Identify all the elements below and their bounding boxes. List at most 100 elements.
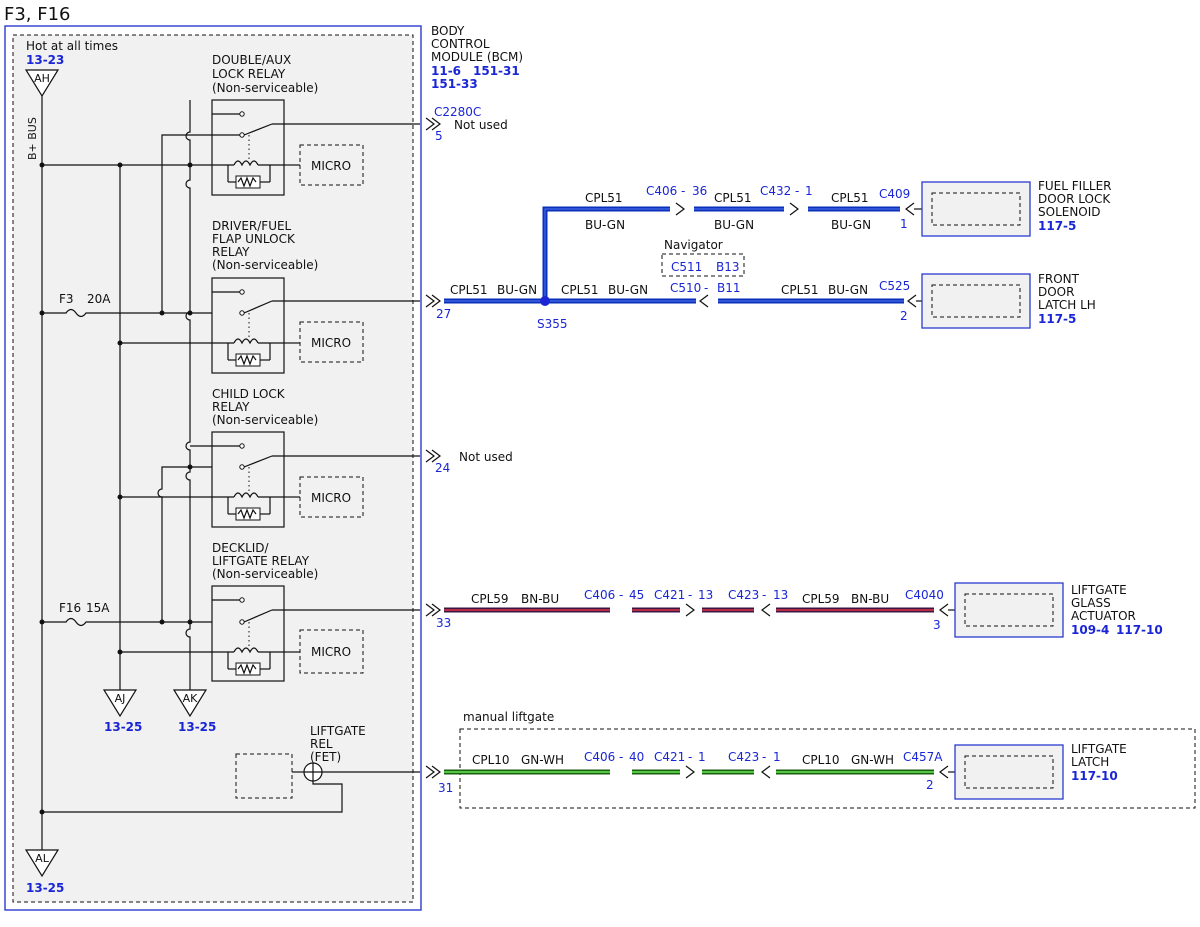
liftgate-glass-name-1: LIFTGATE — [1071, 583, 1127, 597]
front-door-end-pin: 2 — [900, 309, 908, 323]
front-door-seg3-circuit: CPL51 — [781, 283, 819, 297]
b-plus-bus-label: B+ BUS — [26, 117, 39, 160]
fuel-filler-ref: 117-5 — [1038, 219, 1076, 233]
fuse-f3-id: F3 — [59, 292, 74, 306]
liftgate-glass-inline-2-pin: 13 — [698, 588, 713, 602]
liftgate-latch-name-1: LIFTGATE — [1071, 742, 1127, 756]
liftgate-latch-end-pin: 2 — [926, 778, 934, 792]
front-door-seg3-color: BU-GN — [828, 283, 868, 297]
liftgate-fet: LIFTGATE REL (FET) — [42, 724, 420, 813]
relay-3-line-3: (Non-serviceable) — [212, 413, 318, 427]
circuit-liftgate-latch: manual liftgate 31 CPL10 GN-WH C406 - 40… — [425, 710, 1196, 809]
relay-4-line-2: LIFTGATE RELAY — [212, 554, 310, 568]
liftgate-latch-inline-1-connector: C406 — [584, 750, 615, 764]
off-page-ah: AH — [34, 72, 50, 85]
front-door-seg2-circuit: CPL51 — [561, 283, 599, 297]
liftgate-latch-ref: 117-10 — [1071, 769, 1118, 783]
liftgate-glass-inline-3-dash: - — [762, 588, 766, 602]
bcm-name-line-3: MODULE (BCM) — [431, 50, 523, 64]
circuit-liftgate-glass: 33 CPL59 BN-BU C406 - 45 C421 - 13 C423 … — [425, 588, 962, 632]
pin-5-number: 5 — [435, 129, 443, 143]
relay-3-line-2: RELAY — [212, 400, 250, 414]
component-liftgate-latch: LIFTGATE LATCH 117-10 — [954, 742, 1127, 800]
fuel-filler-name-2: DOOR LOCK — [1038, 192, 1111, 206]
relay-2-line-4: (Non-serviceable) — [212, 258, 318, 272]
liftgate-latch-inline-1-dash: - — [619, 750, 623, 764]
off-page-connector-ak: AK 13-25 — [172, 689, 216, 734]
front-door-ref: 117-5 — [1038, 312, 1076, 326]
liftgate-glass-end-pin: 3 — [933, 618, 941, 632]
fuel-filler-name-1: FUEL FILLER — [1038, 179, 1112, 193]
hot-ref: 13-23 — [26, 53, 64, 67]
front-door-inline-connector: C510 — [670, 281, 701, 295]
off-page-connector-al: AL 13-25 — [24, 849, 64, 895]
fuel-filler-inline-1-dash: - — [681, 184, 685, 198]
relay-4-line-1: DECKLID/ — [212, 541, 270, 555]
pin-5: 5 Not used — [425, 117, 508, 143]
splice-label: S355 — [537, 317, 568, 331]
relay-4-micro: MICRO — [311, 645, 351, 659]
liftgate-latch-inline-2-dash: - — [688, 750, 692, 764]
fuel-filler-seg1-circuit: CPL51 — [585, 191, 623, 205]
liftgate-latch-inline-2-pin: 1 — [698, 750, 706, 764]
relay-1-line-2: LOCK RELAY — [212, 67, 286, 81]
fet-line-1: LIFTGATE — [310, 724, 366, 738]
front-door-name-1: FRONT — [1038, 272, 1080, 286]
fuel-filler-name-3: SOLENOID — [1038, 205, 1101, 219]
fuel-filler-inline-1-pin: 36 — [692, 184, 707, 198]
relay-4-line-3: (Non-serviceable) — [212, 567, 318, 581]
liftgate-latch-seg2-color: GN-WH — [851, 753, 894, 767]
bcm-ref-3: 151-33 — [431, 77, 478, 91]
manual-liftgate-label: manual liftgate — [463, 710, 554, 724]
front-door-inline-pin: B11 — [717, 281, 741, 295]
fuel-filler-inline-2-dash: - — [795, 184, 799, 198]
off-page-al: AL — [35, 852, 50, 865]
liftgate-glass-seg1-circuit: CPL59 — [471, 592, 509, 606]
bcm-label: BODY CONTROL MODULE (BCM) 11-6 151-31 15… — [431, 24, 523, 119]
front-door-seg1-circuit: CPL51 — [450, 283, 488, 297]
component-front-door-latch-lh: FRONT DOOR LATCH LH 117-5 — [921, 272, 1096, 329]
pin-31-number: 31 — [438, 781, 453, 795]
liftgate-latch-inline-3-pin: 1 — [773, 750, 781, 764]
liftgate-glass-name-2: GLASS — [1071, 596, 1111, 610]
fet-line-3: (FET) — [310, 750, 341, 764]
relay-2-line-2: FLAP UNLOCK — [212, 232, 296, 246]
liftgate-glass-inline-1-pin: 45 — [629, 588, 644, 602]
pin-27-number: 27 — [436, 307, 451, 321]
liftgate-glass-inline-1-dash: - — [619, 588, 623, 602]
relay-1-line-3: (Non-serviceable) — [212, 81, 318, 95]
liftgate-glass-inline-3-pin: 13 — [773, 588, 788, 602]
liftgate-glass-inline-2-connector: C421 — [654, 588, 685, 602]
bcm-connector-label: C2280C — [434, 105, 481, 119]
navigator-connector: C511 — [671, 260, 702, 274]
liftgate-glass-seg1-color: BN-BU — [521, 592, 559, 606]
bcm-ref-1: 11-6 — [431, 64, 461, 78]
component-liftgate-glass-actuator: LIFTGATE GLASS ACTUATOR 109-4 117-10 — [954, 582, 1163, 638]
hot-at-all-times-label: Hot at all times — [26, 39, 118, 53]
fuel-filler-end-connector: C409 — [879, 187, 910, 201]
liftgate-glass-seg2-color: BN-BU — [851, 592, 889, 606]
fuel-filler-seg3-circuit: CPL51 — [831, 191, 869, 205]
front-door-inline-dash: - — [704, 281, 708, 295]
relay-2-line-1: DRIVER/FUEL — [212, 219, 292, 233]
fuse-f16-rating: 15A — [86, 601, 110, 615]
bcm-name-line-1: BODY — [431, 24, 465, 38]
relay-2-micro: MICRO — [311, 336, 351, 350]
front-door-name-3: LATCH LH — [1038, 298, 1096, 312]
navigator-pin: B13 — [716, 260, 740, 274]
circuit-fuel-filler: S355 CPL51 BU-GN C406 - 36 CPL51 BU-GN C… — [537, 184, 930, 331]
relay-child-lock: CHILD LOCK RELAY (Non-serviceable) MICRO — [120, 387, 420, 528]
liftgate-latch-seg2-circuit: CPL10 — [802, 753, 840, 767]
relay-3-micro: MICRO — [311, 491, 351, 505]
liftgate-glass-inline-1-connector: C406 — [584, 588, 615, 602]
off-page-aj-ref: 13-25 — [104, 720, 142, 734]
front-door-name-2: DOOR — [1038, 285, 1074, 299]
pin-24-note: Not used — [459, 450, 513, 464]
fuel-filler-end-pin: 1 — [900, 217, 908, 231]
fuse-f3: F3 20A — [42, 292, 212, 318]
relay-1-micro: MICRO — [311, 159, 351, 173]
fuel-filler-inline-2-pin: 1 — [805, 184, 813, 198]
front-door-seg2-color: BU-GN — [608, 283, 648, 297]
fuse-f3-rating: 20A — [87, 292, 111, 306]
